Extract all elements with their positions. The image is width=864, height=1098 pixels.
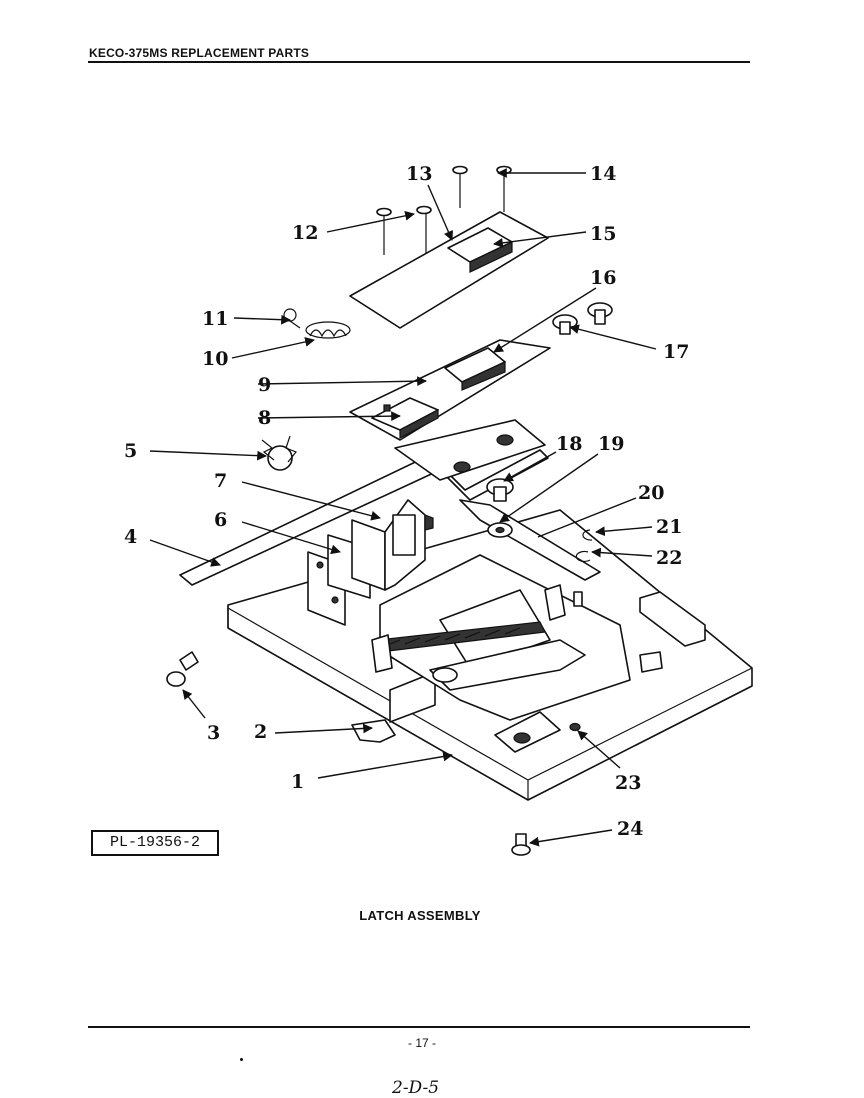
part-21-e-clip bbox=[582, 529, 593, 541]
callout-18: 18 bbox=[556, 433, 582, 455]
part-4-strap bbox=[179, 419, 601, 586]
callout-21: 21 bbox=[656, 516, 682, 538]
callout-6: 6 bbox=[214, 509, 227, 531]
callout-numbers: 1 2 3 4 5 6 7 8 9 10 11 12 13 14 15 16 1… bbox=[124, 163, 689, 840]
part-5-clip bbox=[261, 435, 297, 471]
callout-24: 24 bbox=[617, 818, 643, 840]
leader-lines bbox=[149, 168, 657, 847]
callout-17: 17 bbox=[663, 341, 689, 363]
part-15-top-board bbox=[349, 165, 549, 329]
page-header-title: KECO-375MS REPLACEMENT PARTS bbox=[89, 46, 310, 60]
callout-7: 7 bbox=[214, 470, 227, 492]
callout-1: 1 bbox=[291, 771, 304, 793]
callout-2: 2 bbox=[254, 721, 267, 743]
callout-16: 16 bbox=[590, 267, 616, 289]
callout-12: 12 bbox=[292, 222, 318, 244]
header-rule bbox=[88, 61, 750, 63]
part-18-knob bbox=[486, 478, 514, 502]
callout-20: 20 bbox=[638, 482, 664, 504]
latch-mechanism bbox=[371, 554, 663, 721]
callout-13: 13 bbox=[406, 163, 432, 185]
part-11-spring-hook bbox=[283, 308, 301, 329]
plate-code-box: PL-19356-2 bbox=[91, 830, 219, 856]
part-22-c-clip bbox=[575, 550, 591, 563]
part-19-washer bbox=[487, 522, 513, 538]
stray-dot bbox=[240, 1058, 243, 1061]
part-10-spring bbox=[305, 321, 351, 339]
part-24-screw bbox=[511, 833, 531, 856]
part-2-clip bbox=[351, 719, 396, 743]
page-number: - 17 - bbox=[407, 1036, 436, 1050]
part-7-solenoid bbox=[351, 499, 434, 591]
part-3-thumb-screw bbox=[166, 651, 199, 687]
diagram-caption: LATCH ASSEMBLY bbox=[359, 908, 481, 923]
callout-5: 5 bbox=[124, 440, 137, 462]
callout-8: 8 bbox=[258, 407, 271, 429]
callout-15: 15 bbox=[590, 223, 616, 245]
callout-3: 3 bbox=[207, 722, 220, 744]
callout-22: 22 bbox=[656, 547, 682, 569]
callout-19: 19 bbox=[598, 433, 624, 455]
part-17-bumpers bbox=[552, 302, 613, 335]
callout-14: 14 bbox=[590, 163, 616, 185]
callout-9: 9 bbox=[258, 374, 271, 396]
callout-10: 10 bbox=[202, 348, 228, 370]
footer-rule bbox=[88, 1026, 750, 1028]
callout-11: 11 bbox=[202, 308, 228, 330]
handwritten-note: 2-D-5 bbox=[392, 1078, 440, 1098]
callout-23: 23 bbox=[615, 772, 641, 794]
callout-4: 4 bbox=[124, 526, 137, 548]
